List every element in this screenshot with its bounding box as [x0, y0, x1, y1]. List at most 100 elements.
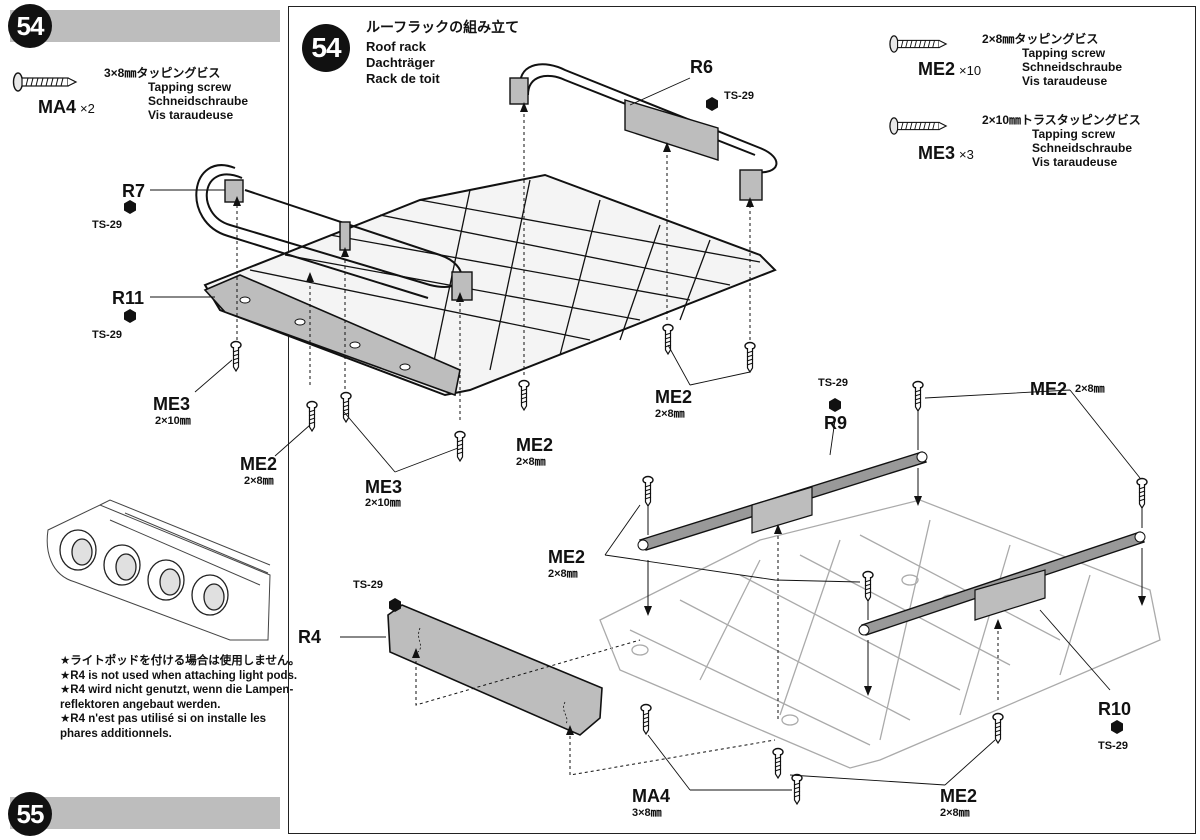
note-fr-line-1: ★R4 n'est pas utilisé si on installe les [60, 713, 267, 725]
ma4-screw-2 [791, 773, 803, 805]
r7-rail [195, 164, 463, 299]
me2-size-2: 2×8㎜ [516, 456, 546, 468]
me2-screw-3 [662, 323, 674, 355]
ts29-marker-r9 [829, 398, 841, 412]
r10-ts29: TS-29 [1098, 740, 1128, 752]
me2-label-3: ME2 [655, 387, 693, 407]
ma4-key-code: MA4×2 [38, 98, 95, 116]
me2-screw-7 [862, 570, 874, 602]
me2-key-de: Schneidschraube [1022, 60, 1123, 74]
ts29-marker-r11 [124, 309, 136, 323]
ma4-key-count: ×2 [80, 101, 95, 116]
step-54-frame [288, 6, 1196, 834]
step-55-arrowheads [644, 496, 1146, 696]
me3-screw-2 [340, 391, 352, 423]
me2-size-1: 2×8㎜ [244, 475, 274, 487]
r7-ts29: TS-29 [92, 219, 122, 231]
me2-key-en: Tapping screw [1022, 46, 1106, 60]
note-en: ★R4 is not used when attaching light pod… [60, 669, 298, 682]
ma4-key-en: Tapping screw [148, 80, 232, 94]
step-55-number-badge: 55 [8, 792, 52, 836]
me3-key-size: 2×10㎜トラスタッピングビス [982, 113, 1141, 127]
step-55-leader-lines [340, 389, 1141, 791]
me2-screw-10 [772, 747, 784, 779]
ma4-key-desc: 3×8㎜タッピングビス Tapping screw Schneidschraub… [104, 66, 248, 122]
r4-label: R4 [298, 627, 322, 647]
roof-rack-lower-frame [203, 173, 777, 397]
ts29-marker-r10 [1111, 720, 1123, 734]
me3-size-2: 2×10㎜ [365, 497, 401, 509]
r7-clip-right [451, 271, 473, 301]
note-fr-line-2: phares additionnels. [60, 727, 172, 740]
r11-plate [203, 274, 461, 397]
r6-clip-left [509, 77, 529, 105]
step-54-title-en: Roof rack [366, 39, 426, 54]
ma4-key-de: Schneidschraube [148, 94, 249, 108]
r7-clip-mid [339, 221, 351, 251]
step-54-title-number: 54 [311, 32, 341, 63]
step-54-header-bar [10, 10, 280, 42]
step-54-number-badge: 54 [8, 4, 52, 48]
me3-screw-3 [454, 430, 466, 462]
step-55-number: 55 [16, 798, 45, 829]
roof-rack-base [599, 499, 1161, 769]
step-54-arrowheads [233, 102, 754, 302]
ts29-marker-r6 [706, 97, 718, 111]
r10-label: R10 [1098, 699, 1132, 719]
me3-screw-key-icon [889, 117, 947, 135]
me3-screw-1 [230, 340, 242, 372]
r6-panel [624, 99, 719, 161]
r6-ts29: TS-29 [724, 90, 754, 102]
me2-label-2: ME2 [516, 435, 554, 455]
me2-screw-9 [992, 712, 1004, 744]
r7-clip-left [224, 179, 244, 203]
me2-key-count: ×10 [959, 63, 982, 78]
r9-label: R9 [824, 413, 848, 433]
r10-bar [858, 531, 1146, 636]
step-54-title-jp: ルーフラックの組み立て [366, 19, 520, 35]
step-54-assembly-arrows [236, 110, 751, 420]
me3-key-code: ME3×3 [918, 144, 974, 162]
me2-size-6: 2×8㎜ [940, 807, 970, 819]
note-de-line-1: ★R4 wird nicht genutzt, wenn die Lampen- [60, 684, 294, 696]
ma4-screw-1 [640, 703, 652, 735]
step-55-header-bar [10, 797, 280, 829]
me3-key-code-text: ME3 [918, 143, 956, 163]
step-54-title-fr: Rack de toit [366, 71, 440, 86]
me2-key-fr: Vis taraudeuse [1022, 74, 1108, 88]
me2-label-4: ME2 [1030, 379, 1068, 399]
r6-rail [519, 63, 778, 174]
r4-ts29: TS-29 [353, 579, 383, 591]
me2-key-desc: 2×8㎜タッピングビス Tapping screw Schneidschraub… [982, 32, 1122, 88]
r4-usage-note: ★ライトポッドを付ける場合は使用しません。 ★R4 is not used wh… [60, 654, 300, 741]
me2-key-size: 2×8㎜タッピングビス [982, 32, 1099, 46]
me3-size-1: 2×10㎜ [155, 415, 191, 427]
r9-ts29: TS-29 [818, 377, 848, 389]
ma4-key-code-text: MA4 [38, 97, 77, 117]
r6-clip-right [739, 169, 763, 201]
me2-label-5: ME2 [548, 547, 586, 567]
note-jp: ★ライトポッドを付ける場合は使用しません。 [60, 655, 300, 667]
r9-bar [637, 451, 928, 551]
me3-label-1: ME3 [153, 394, 191, 414]
me2-size-3: 2×8㎜ [655, 408, 685, 420]
me3-label-2: ME3 [365, 477, 403, 497]
note-de-line-2: reflektoren angebaut werden. [60, 698, 221, 711]
light-pod-inset [46, 499, 271, 641]
me2-screw-5 [642, 475, 654, 507]
me2-screw-key-icon [889, 35, 947, 53]
r11-ts29: TS-29 [92, 329, 122, 341]
r4-plate [387, 604, 603, 736]
step-54-leader-lines [150, 77, 751, 473]
me3-key-desc: 2×10㎜トラスタッピングビス Tapping screw Schneidsch… [982, 113, 1141, 169]
r11-label: R11 [112, 288, 145, 308]
me2-size-4: 2×8㎜ [1075, 383, 1105, 395]
step-54-title-de: Dachträger [366, 55, 435, 70]
me2-label-1: ME2 [240, 454, 278, 474]
ma4-key-size: 3×8㎜タッピングビス [104, 66, 221, 80]
me2-screw-8 [1136, 477, 1148, 509]
ma4-label: MA4 [632, 786, 671, 806]
me3-key-en: Tapping screw [1032, 127, 1116, 141]
r4-arrows [415, 639, 776, 776]
